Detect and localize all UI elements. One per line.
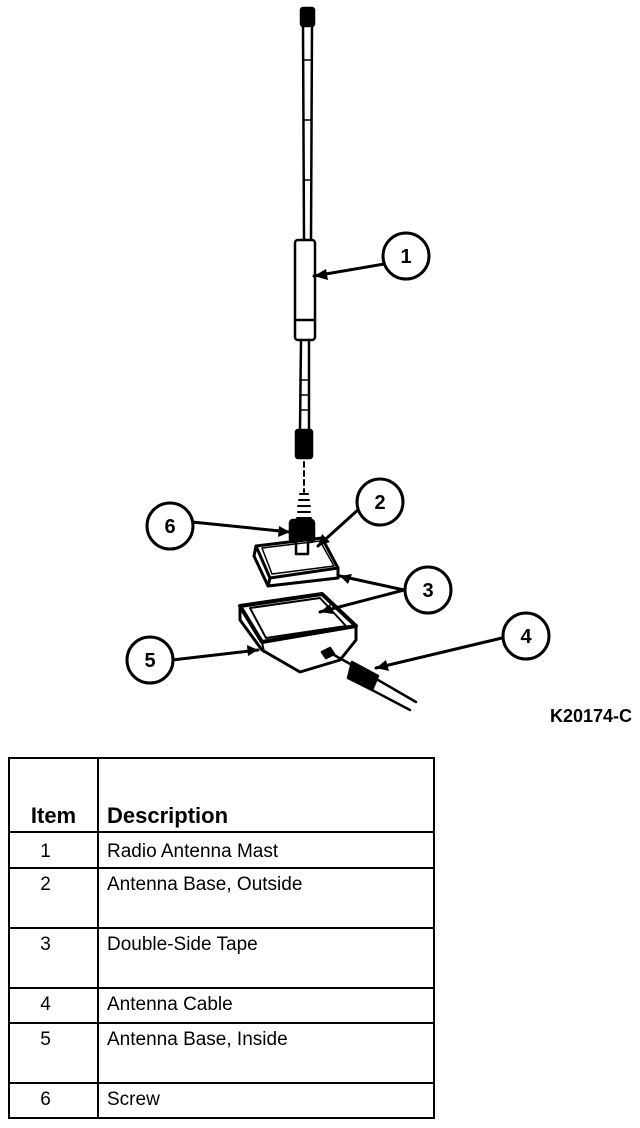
legend-header-row: Item Description (8, 757, 435, 833)
svg-text:6: 6 (164, 516, 175, 538)
antenna-cable (320, 646, 418, 712)
callout-4: 4 (501, 611, 551, 661)
leader-6 (190, 520, 292, 534)
callout-5: 5 (125, 635, 175, 685)
legend-item-description: Antenna Cable (97, 987, 435, 1024)
legend-header-item: Item (8, 757, 99, 833)
screw (288, 493, 316, 556)
callout-3: 3 (403, 565, 453, 615)
callout-6: 6 (145, 501, 195, 551)
leader-4 (374, 636, 504, 670)
antenna-base-inside (238, 592, 358, 674)
antenna-base-outside (252, 536, 340, 588)
legend-item-description: Radio Antenna Mast (97, 831, 435, 869)
legend-item-description: Double-Side Tape (97, 927, 435, 989)
legend-row: 1 Radio Antenna Mast (8, 831, 435, 869)
svg-text:2: 2 (374, 492, 385, 514)
legend-item-description: Antenna Base, Outside (97, 867, 435, 929)
legend-item-number: 4 (8, 987, 99, 1024)
svg-text:4: 4 (520, 626, 532, 648)
legend-item-number: 6 (8, 1082, 99, 1119)
svg-text:1: 1 (400, 246, 411, 268)
legend-item-description: Antenna Base, Inside (97, 1022, 435, 1084)
legend-item-number: 1 (8, 831, 99, 869)
antenna-exploded-diagram: 1 2 3 4 5 6 (125, 6, 551, 712)
legend-row: 2 Antenna Base, Outside (8, 867, 435, 929)
legend-row: 6 Screw (8, 1082, 435, 1119)
legend-header-description: Description (97, 757, 435, 833)
legend-row: 4 Antenna Cable (8, 987, 435, 1024)
legend-row: 5 Antenna Base, Inside (8, 1022, 435, 1084)
svg-text:3: 3 (422, 580, 433, 602)
legend-item-number: 5 (8, 1022, 99, 1084)
leader-3b (318, 588, 406, 614)
leader-5 (170, 648, 260, 662)
leader-3a (338, 574, 406, 592)
callout-2: 2 (355, 477, 405, 527)
callout-1: 1 (381, 231, 431, 281)
legend-item-number: 2 (8, 867, 99, 929)
legend-row: 3 Double-Side Tape (8, 927, 435, 989)
figure-code: K20174-C (549, 706, 632, 726)
legend-item-number: 3 (8, 927, 99, 989)
antenna-mast (293, 6, 317, 460)
svg-text:5: 5 (144, 650, 155, 672)
legend-item-description: Screw (97, 1082, 435, 1119)
parts-legend-table: Item Description 1 Radio Antenna Mast 2 … (8, 757, 435, 1119)
